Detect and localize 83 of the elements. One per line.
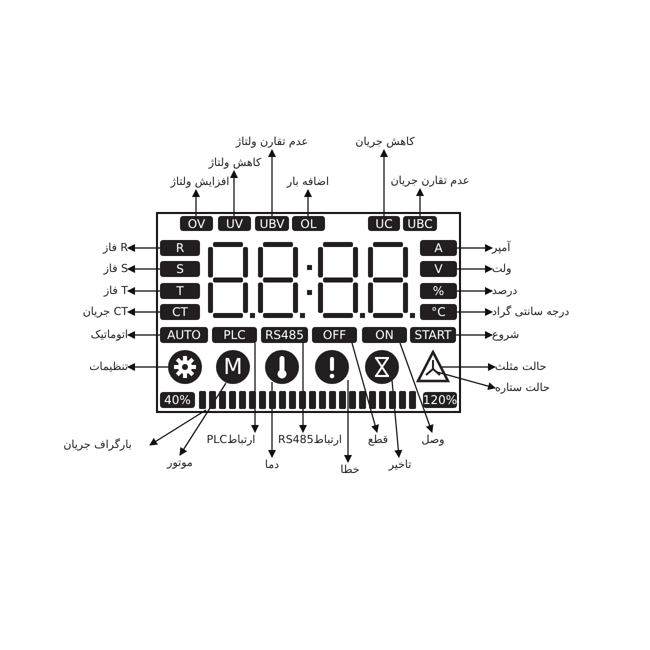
leader-arrow (268, 382, 276, 458)
exclamation-icon (315, 350, 349, 384)
annotation-label: وصل (416, 432, 450, 448)
annotation-label: قطع (362, 432, 394, 448)
leader-arrow (436, 371, 496, 390)
leader-arrow (457, 265, 493, 273)
indicator-label: UBC (403, 216, 437, 231)
hourglass-icon (365, 350, 399, 384)
leader-arrow (399, 342, 434, 433)
indicator-label: A (420, 240, 457, 256)
indicator-label: AUTO (160, 327, 208, 343)
leader-arrow (127, 308, 160, 316)
indicator-label: RS485 (261, 327, 308, 343)
indicator-label: R (160, 240, 200, 256)
indicator-label: OV (180, 216, 213, 231)
annotation-label: آمپر (492, 240, 552, 256)
leader-arrow (251, 343, 259, 433)
annotation-label: ارتباطPLC (198, 428, 264, 448)
gear-icon (168, 350, 202, 384)
leader-arrow (299, 343, 307, 433)
leader-arrow (127, 363, 168, 371)
leader-arrow (192, 189, 200, 216)
leader-arrow (416, 188, 424, 216)
leader-arrow (149, 410, 206, 446)
annotation-label: ارتباطRS485 (275, 428, 345, 448)
leader-arrow (457, 287, 493, 295)
indicator-label: CT (160, 304, 200, 320)
annotation-label: دما (256, 457, 288, 473)
annotation-label: افزایش ولتاژ (160, 174, 240, 190)
annotation-label: ولت (492, 261, 552, 277)
annotation-label: اتوماتیک (48, 327, 128, 343)
leader-arrow (344, 380, 352, 463)
annotation-label: بارگراف جریان (45, 437, 150, 453)
annotation-label: موتور (155, 455, 205, 471)
indicator-label: 120% (423, 392, 457, 408)
leader-arrow (230, 170, 238, 216)
annotation-label: خطا (334, 462, 366, 478)
leader-arrow (127, 287, 160, 295)
leader-arrow (380, 149, 388, 216)
indicator-label: °C (420, 304, 457, 320)
annotation-label: فاز R (58, 240, 128, 256)
indicator-label: ON (362, 327, 407, 343)
annotation-label: اضافه بار (275, 174, 341, 190)
annotation-label: درصد (492, 283, 552, 299)
annotation-label: درجه سانتی گراد (492, 304, 612, 320)
motor-indicator: M (216, 350, 250, 384)
leader-arrow (351, 342, 379, 433)
indicator-label: OFF (312, 327, 357, 343)
indicator-label: OL (292, 216, 325, 231)
indicator-label: 40% (160, 392, 195, 408)
leader-arrow (457, 244, 493, 252)
indicator-label: V (420, 261, 457, 277)
leader-arrow (456, 331, 493, 339)
leader-arrow (391, 380, 402, 458)
annotation-label: شروع (492, 327, 552, 343)
annotation-label: فاز T (58, 283, 128, 299)
annotation-label: کاهش ولتاژ (195, 155, 275, 171)
leader-arrow (268, 149, 276, 216)
annotation-label: عدم تقارن جریان (380, 173, 480, 189)
annotation-label: کاهش جریان (345, 134, 425, 150)
leader-arrow (127, 244, 160, 252)
annotation-label: عدم تقارن ولتاژ (222, 134, 322, 150)
indicator-label: UC (368, 216, 400, 231)
indicator-label: T (160, 283, 200, 299)
indicator-label: START (410, 327, 456, 343)
leader-arrow (127, 331, 160, 339)
annotation-label: فاز S (58, 261, 128, 277)
annotation-label: جریان CT (48, 304, 128, 320)
thermometer-icon (265, 350, 299, 384)
annotation-label: حالت ستاره (495, 380, 580, 396)
indicator-label: % (420, 283, 457, 299)
annotation-label: تنظیمات (48, 359, 128, 375)
leader-arrow (304, 189, 312, 216)
indicator-label: PLC (212, 327, 257, 343)
annotation-label: تاخیر (380, 457, 420, 473)
indicator-label: UV (218, 216, 251, 231)
indicator-label: UBV (255, 216, 289, 231)
leader-arrow (457, 308, 493, 316)
triangle-star-icon (416, 350, 450, 384)
annotation-label: حالت مثلث (495, 359, 575, 375)
leader-arrow (127, 265, 160, 273)
indicator-label: S (160, 261, 200, 277)
leader-arrow (440, 363, 496, 371)
